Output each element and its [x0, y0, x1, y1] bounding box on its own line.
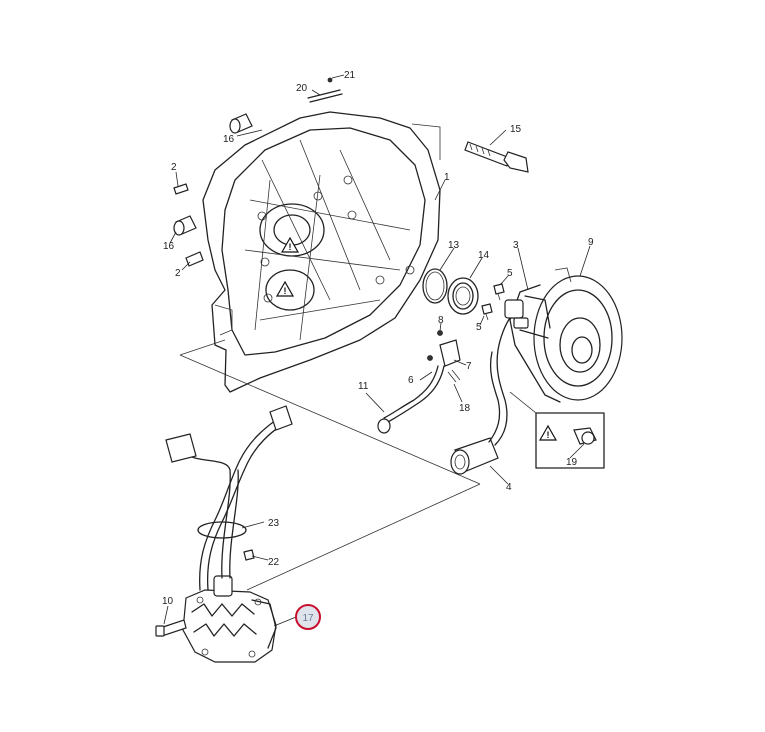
callout-5[interactable]: 5: [507, 268, 513, 279]
callout-5[interactable]: 5: [476, 322, 482, 333]
dowel-pin: [229, 113, 253, 134]
svg-text:!: !: [547, 430, 550, 440]
callout-23[interactable]: 23: [268, 518, 280, 529]
callout-7[interactable]: 7: [466, 361, 472, 372]
mounting-bolt: [155, 619, 187, 637]
warning-triangle-icon: !: [275, 280, 295, 297]
callout-6[interactable]: 6: [408, 375, 414, 386]
callout-11[interactable]: 11: [358, 381, 369, 392]
wiring-harness: [165, 405, 293, 591]
oil-seal: [447, 277, 479, 315]
bolt: [464, 141, 529, 173]
sensor-connector: [450, 317, 511, 475]
callout-16[interactable]: 16: [163, 241, 175, 252]
callout-8[interactable]: 8: [438, 315, 444, 326]
callout-21[interactable]: 21: [344, 70, 356, 81]
callout-1[interactable]: 1: [444, 172, 450, 183]
callout-17-highlighted[interactable]: 17: [295, 604, 321, 630]
warning-triangle-icon: !: [280, 236, 300, 253]
dowel-pin: [173, 215, 197, 236]
svg-text:!: !: [289, 242, 292, 252]
detail-inset-box: !: [509, 391, 605, 469]
stud: [185, 251, 204, 267]
callout-9[interactable]: 9: [588, 237, 594, 248]
bleed-fitting: [427, 330, 461, 383]
callout-16[interactable]: 16: [223, 134, 235, 145]
callout-2[interactable]: 2: [171, 162, 177, 173]
svg-text:!: !: [284, 286, 287, 296]
callout-18[interactable]: 18: [459, 403, 471, 414]
callout-4[interactable]: 4: [506, 482, 512, 493]
callout-3[interactable]: 3: [513, 240, 519, 251]
gear-actuator-module: [182, 575, 277, 663]
assembly-guide-lines: [179, 123, 481, 591]
clip-part: [307, 77, 343, 103]
callout-15[interactable]: 15: [510, 124, 522, 135]
leader-lines: [163, 74, 591, 627]
callout-14[interactable]: 14: [478, 250, 490, 261]
small-bolt: [481, 303, 493, 321]
callout-19[interactable]: 19: [566, 457, 578, 468]
hydraulic-hose: [377, 365, 445, 434]
part-callouts: 1 2 2 3 4 5 5 6 7 8 9 10 11 13 14 15 16 …: [162, 70, 594, 607]
callout-20[interactable]: 20: [296, 83, 308, 94]
svg-text:17: 17: [302, 613, 314, 624]
callout-22[interactable]: 22: [268, 557, 280, 568]
callout-13[interactable]: 13: [448, 240, 460, 251]
clutch-housing: [202, 111, 441, 393]
small-bolt: [493, 283, 505, 301]
stud: [173, 183, 189, 195]
circlip: [422, 268, 448, 304]
release-bearing: [504, 267, 623, 403]
callout-10[interactable]: 10: [162, 596, 174, 607]
callout-2[interactable]: 2: [175, 268, 181, 279]
